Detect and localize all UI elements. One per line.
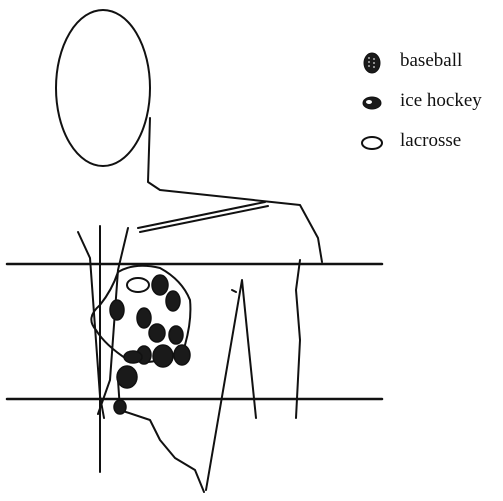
clavicle-line-2 bbox=[140, 206, 268, 232]
baseball-impact-marker bbox=[153, 345, 173, 367]
baseball-impact-marker bbox=[110, 300, 124, 320]
baseball-impact-marker bbox=[117, 366, 137, 388]
baseball-impact-marker bbox=[169, 326, 183, 344]
arm-outline-2 bbox=[232, 290, 236, 292]
baseball-impact-marker bbox=[166, 291, 180, 311]
heart-lower-tail bbox=[118, 380, 204, 492]
legend-label-ice-hockey: ice hockey bbox=[400, 90, 482, 112]
clavicle-line bbox=[138, 202, 265, 228]
lacrosse-impact-marker bbox=[127, 278, 149, 292]
head-outline bbox=[56, 10, 150, 166]
baseball-impact-marker bbox=[152, 275, 168, 295]
baseball-impact-marker bbox=[149, 324, 165, 342]
legend: baseball ice hockey lacrosse bbox=[358, 48, 503, 168]
ice-hockey-puck-icon bbox=[358, 88, 388, 118]
baseball-impact-marker bbox=[174, 345, 190, 365]
legend-label-lacrosse: lacrosse bbox=[400, 130, 461, 152]
arm-outline-1 bbox=[206, 280, 256, 490]
shoulder-outline bbox=[148, 118, 322, 262]
baseball-impact-marker bbox=[114, 400, 126, 414]
legend-item-ice-hockey: ice hockey bbox=[358, 88, 503, 128]
baseball-icon bbox=[358, 48, 388, 78]
legend-label-baseball: baseball bbox=[400, 50, 462, 72]
legend-item-baseball: baseball bbox=[358, 48, 503, 88]
arm-outline-3 bbox=[296, 260, 300, 418]
legend-item-lacrosse: lacrosse bbox=[358, 128, 503, 168]
baseball-impact-marker bbox=[137, 308, 151, 328]
lacrosse-ball-icon bbox=[358, 128, 388, 158]
ice-hockey-impact-marker bbox=[124, 351, 142, 363]
